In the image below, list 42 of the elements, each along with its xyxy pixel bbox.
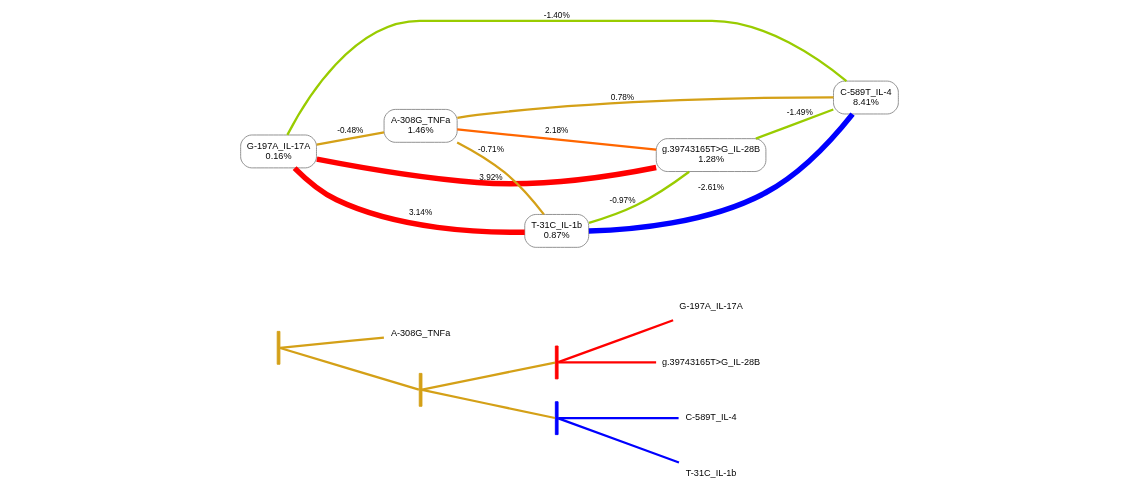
edge-label: -1.40% bbox=[543, 11, 570, 21]
connector bbox=[315, 156, 657, 187]
connector bbox=[292, 166, 525, 236]
edge-label: 3.92% bbox=[478, 172, 503, 182]
node-box: g.39743165T>G_IL-28B 1.28% bbox=[655, 138, 766, 172]
node-box: T-31C_IL-1b 0.87% bbox=[523, 214, 589, 248]
node-box: C-589T_IL-4 8.41% bbox=[832, 80, 899, 115]
node-bar bbox=[554, 401, 559, 436]
node-text: g.39743165T>G_IL-28B bbox=[661, 356, 760, 367]
edge-label: -1.49% bbox=[786, 108, 813, 118]
connector bbox=[421, 388, 555, 420]
connector bbox=[557, 417, 679, 420]
edge-label: 0.78% bbox=[610, 92, 634, 102]
edge-label: -0.48% bbox=[336, 126, 363, 136]
edge-label: -0.71% bbox=[477, 144, 504, 154]
node-text: G-197A_IL-17A bbox=[678, 301, 743, 311]
connector bbox=[315, 131, 384, 146]
edge-label: -0.97% bbox=[608, 195, 635, 205]
edge-label: 3.14% bbox=[408, 207, 432, 217]
connector bbox=[456, 141, 545, 216]
node-box: G-197A_IL-17A 0.16% bbox=[239, 134, 317, 169]
connector bbox=[421, 361, 555, 391]
node-text: A-308G_TNFa bbox=[390, 328, 450, 339]
node-text: T-31C_IL-1b bbox=[685, 468, 736, 479]
edge-label: 2.18% bbox=[544, 126, 568, 136]
edge-label: -2.61% bbox=[697, 182, 724, 192]
node-bar bbox=[554, 345, 559, 380]
connector bbox=[754, 108, 834, 140]
node-box: A-308G_TNFa 1.46% bbox=[383, 108, 458, 143]
connector bbox=[285, 19, 847, 136]
connector bbox=[588, 170, 690, 224]
node-bar bbox=[418, 372, 422, 407]
connector bbox=[279, 336, 384, 349]
connector bbox=[557, 361, 656, 364]
node-bar bbox=[276, 330, 280, 365]
connector bbox=[279, 346, 419, 391]
connector bbox=[456, 96, 833, 120]
connector bbox=[456, 128, 656, 151]
connector bbox=[588, 112, 855, 234]
connector bbox=[557, 319, 673, 364]
node-text: C-589T_IL-4 bbox=[684, 412, 737, 423]
connector bbox=[557, 417, 679, 464]
